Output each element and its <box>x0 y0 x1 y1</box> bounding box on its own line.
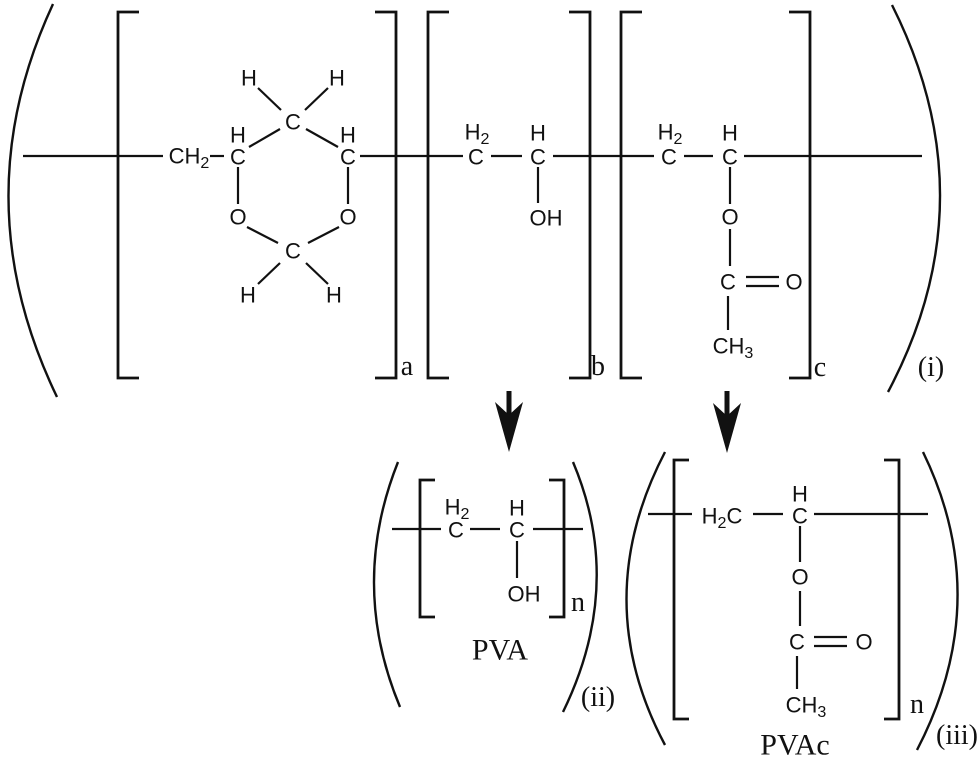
label-pvac: PVAc <box>760 729 829 758</box>
atom-c1-pva: C <box>448 518 464 543</box>
atom-h-ring-bottom-right: H <box>326 283 342 308</box>
bond-h-to-ringc-top-right <box>304 87 329 111</box>
atom-h2-unit-c: H2 <box>658 120 683 148</box>
atom-oh-pva: OH <box>508 582 541 607</box>
atom-o-carbonyl-pvac: O <box>855 630 872 655</box>
atom-h-pvac: H <box>792 482 808 507</box>
paren-i-right <box>886 4 942 393</box>
atom-c1-unit-c: C <box>661 145 677 170</box>
atom-o-ring-left: O <box>229 205 246 230</box>
arrow-to-pva-head-icon <box>495 402 523 452</box>
atom-h-ring-top-left: H <box>241 66 257 91</box>
atom-h-ring-top-right: H <box>329 66 345 91</box>
atom-h-unit-b: H <box>530 121 546 146</box>
subscript-n-pvac: n <box>910 689 924 720</box>
atom-o-ester-unit-c: O <box>721 205 738 230</box>
atom-c-ring-right: C <box>340 145 356 170</box>
label-structure-ii: (ii) <box>581 682 615 713</box>
atom-c2-unit-b: C <box>530 145 546 170</box>
atom-o-ester-pvac: O <box>791 565 808 590</box>
atom-c-ring-left: C <box>230 145 246 170</box>
atom-c-carbonyl-pvac: C <box>789 630 805 655</box>
arrow-to-pvac-head-icon <box>713 403 741 453</box>
subscript-b: b <box>591 351 605 382</box>
atom-c-ring-bottom: C <box>285 239 301 264</box>
atom-h2c-pvac: H2C <box>702 504 743 532</box>
atom-h2-unit-b: H2 <box>465 120 490 148</box>
label-structure-i: (i) <box>918 352 944 383</box>
bond-ringc-bottom-to-h-left <box>257 262 281 285</box>
bracket-a-open <box>116 10 139 380</box>
bond-ringc-top-to-right <box>305 128 339 148</box>
atom-c-ring-top: C <box>285 110 301 135</box>
bond-ringc-left-to-top <box>248 128 281 148</box>
bracket-pva-open <box>418 478 435 619</box>
label-structure-iii: (iii) <box>936 720 978 751</box>
atom-h-ring-bottom-left: H <box>240 283 256 308</box>
bracket-b-close <box>569 10 592 380</box>
paren-iii-right <box>915 451 959 751</box>
atom-c-carbonyl-unit-c: C <box>720 270 736 295</box>
paren-i-left <box>7 3 59 398</box>
paren-ii-left <box>372 461 402 708</box>
bracket-c-close <box>789 10 812 380</box>
atom-h-on-ring-c-left: H <box>230 123 246 148</box>
bond-o-left-to-ringc-bottom <box>246 226 279 244</box>
label-pva: PVA <box>472 634 528 667</box>
atom-c2-pva: C <box>509 518 525 543</box>
bond-o-right-to-ringc-bottom <box>307 226 340 244</box>
atom-o-carbonyl-unit-c: O <box>785 270 802 295</box>
atom-ch2-backbone-a: CH2 <box>169 144 210 172</box>
atom-h-pva: H <box>509 496 525 521</box>
bond-h-to-ringc-top-left <box>257 87 282 111</box>
bracket-pvac-close <box>884 458 901 721</box>
subscript-c: c <box>814 352 826 383</box>
atom-oh-unit-b: OH <box>530 206 563 231</box>
atom-h-on-ring-c-right: H <box>340 123 356 148</box>
atom-c1-unit-b: C <box>468 145 484 170</box>
bracket-pvac-open <box>672 458 689 721</box>
paren-iii-left <box>625 451 667 746</box>
bracket-pva-close <box>549 478 566 619</box>
bracket-b-open <box>426 10 449 380</box>
subscript-n-pva: n <box>571 587 585 618</box>
subscript-a: a <box>401 351 414 382</box>
bond-ringc-bottom-to-h-right <box>305 262 329 285</box>
bracket-c-open <box>619 10 642 380</box>
atom-ch3-unit-c: CH3 <box>713 334 754 362</box>
bracket-a-close <box>375 10 398 380</box>
atom-o-ring-right: O <box>339 205 356 230</box>
paren-ii-right <box>561 461 598 713</box>
atom-h2-pva: H2 <box>445 495 470 523</box>
atom-c2-unit-c: C <box>722 145 738 170</box>
atom-c-pvac: C <box>792 504 808 529</box>
atom-ch3-pvac: CH3 <box>786 693 827 721</box>
atom-h-unit-c: H <box>722 121 738 146</box>
